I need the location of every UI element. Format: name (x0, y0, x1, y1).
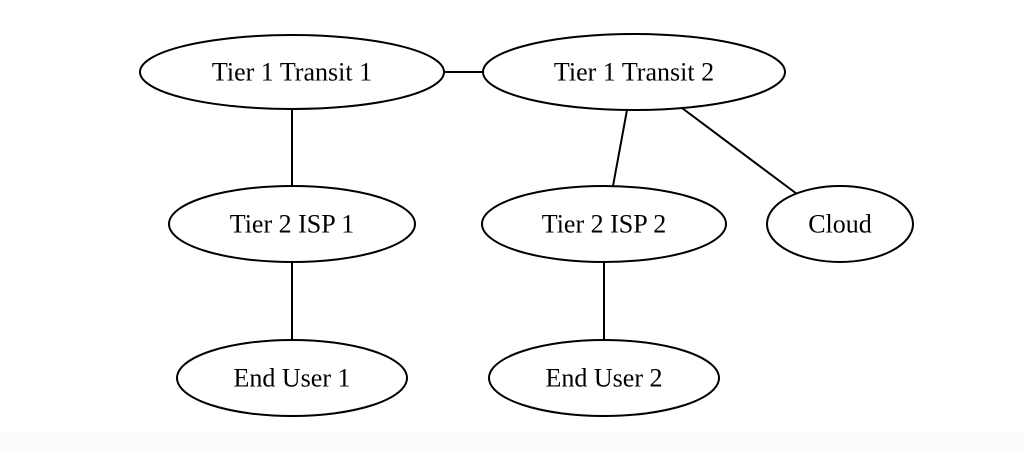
node-tier1-transit-1: Tier 1 Transit 1 (139, 34, 445, 110)
node-ellipse (168, 185, 416, 263)
node-label: Cloud (808, 210, 872, 239)
node-ellipse (139, 34, 445, 110)
node-ellipse (488, 339, 720, 417)
node-label: End User 2 (546, 364, 663, 393)
node-label: End User 1 (234, 364, 351, 393)
node-label: Tier 1 Transit 2 (554, 58, 714, 87)
node-label: Tier 2 ISP 1 (230, 210, 355, 239)
node-label: Tier 2 ISP 2 (542, 210, 667, 239)
node-ellipse (766, 185, 914, 263)
edge-tier1-transit-2-to-tier2-isp-2 (612, 109, 628, 187)
node-end-user-1: End User 1 (176, 339, 408, 417)
bottom-band (0, 432, 1024, 452)
node-tier1-transit-2: Tier 1 Transit 2 (482, 33, 786, 111)
node-tier2-isp-1: Tier 2 ISP 1 (168, 185, 416, 263)
node-ellipse (481, 185, 727, 263)
node-cloud: Cloud (766, 185, 914, 263)
node-tier2-isp-2: Tier 2 ISP 2 (481, 185, 727, 263)
node-end-user-2: End User 2 (488, 339, 720, 417)
edge-tier1-transit-2-to-cloud (681, 107, 798, 195)
node-ellipse (482, 33, 786, 111)
node-ellipse (176, 339, 408, 417)
node-label: Tier 1 Transit 1 (212, 58, 372, 87)
